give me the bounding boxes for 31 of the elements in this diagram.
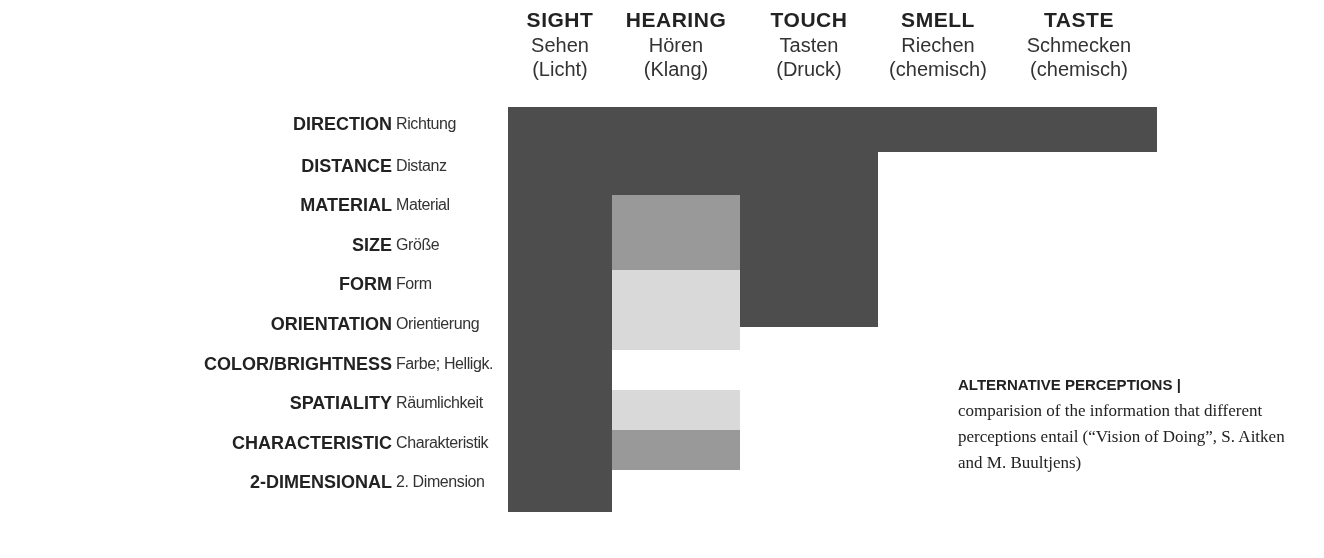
column-subheader: Tasten (Druck) [775, 33, 843, 81]
column-header: HEARING [624, 8, 728, 32]
row-header: FORM [338, 273, 392, 295]
column-header: TASTE [1043, 8, 1115, 32]
row-subheader: Orientierung [396, 314, 480, 334]
row-subheader: Farbe; Helligk. [396, 354, 494, 374]
row-subheader: Räumlichkeit [396, 393, 483, 413]
row-header: SPATIALITY [288, 392, 392, 414]
row-header: DIRECTION [292, 113, 392, 135]
row-subheader: Distanz [396, 156, 447, 176]
column-subheader: Schmecken (chemisch) [1025, 33, 1133, 81]
row-subheader: 2. Dimension [396, 472, 485, 492]
row-header: SIZE [351, 234, 392, 256]
row-subheader: Material [396, 195, 450, 215]
row-subheader: Form [396, 274, 432, 294]
column-subheader: Sehen (Licht) [530, 33, 590, 81]
row-subheader: Charakteristik [396, 433, 489, 453]
row-header: 2-DIMENSIONAL [249, 471, 392, 493]
row-header: COLOR/BRIGHTNESS [203, 353, 392, 375]
caption: ALTERNATIVE PERCEPTIONS | comparision of the information that different perceptions entail (“Vision of Doing”, S. Aitken and M. Buultjens) [958, 375, 1286, 474]
row-subheader: Größe [396, 235, 440, 255]
row-header: MATERIAL [299, 194, 392, 216]
row-header: DISTANCE [300, 155, 392, 177]
column-subheader: Hören (Klang) [642, 33, 710, 81]
column-header: TOUCH [769, 8, 849, 32]
row-header: ORIENTATION [269, 313, 392, 335]
column-header: SMELL [900, 8, 976, 32]
row-header: CHARACTERISTIC [231, 432, 392, 454]
column-subheader: Riechen (chemisch) [888, 33, 988, 81]
column-header: SIGHT [525, 8, 595, 32]
row-subheader: Richtung [396, 114, 456, 134]
